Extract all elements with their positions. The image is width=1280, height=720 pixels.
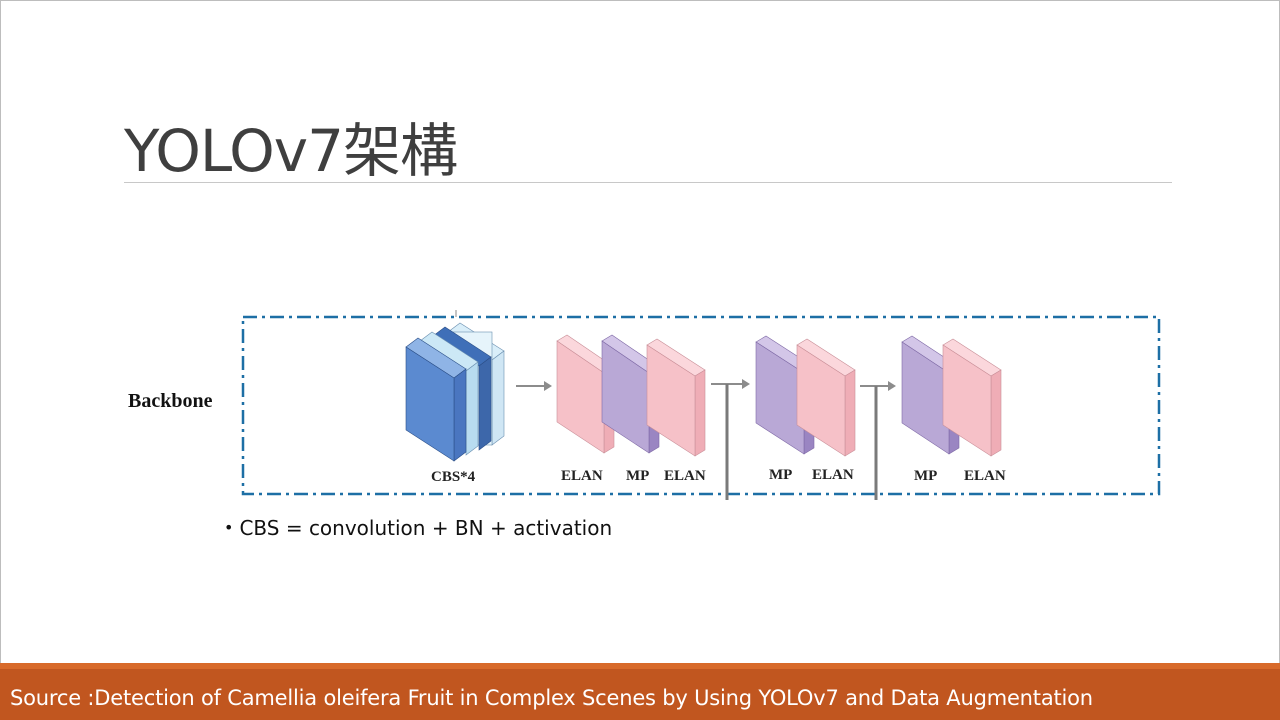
label-elan-1: ELAN — [561, 468, 603, 484]
arrow-head — [544, 381, 552, 391]
bullet-dot-icon: • — [224, 518, 234, 537]
label-cbs4: CBS*4 — [431, 469, 476, 485]
label-mp-2: MP — [769, 467, 792, 483]
backbone-label: Backbone — [128, 390, 213, 412]
backbone-frame — [241, 315, 1161, 496]
label-elan-4: ELAN — [964, 468, 1006, 484]
bullet-item: • CBS = convolution + BN + activation — [224, 516, 612, 540]
label-elan-3: ELAN — [812, 467, 854, 483]
cbs-block-stack — [405, 322, 505, 462]
bullet-text: CBS = convolution + BN + activation — [239, 516, 613, 540]
footer-accent — [0, 663, 1280, 669]
source-citation: Source :Detection of Camellia oleifera F… — [10, 686, 1093, 710]
title-divider — [124, 182, 1172, 183]
slide-title: YOLOv7架構 — [124, 117, 458, 185]
elan-block-3 — [796, 338, 856, 457]
arrow-head — [888, 381, 896, 391]
label-elan-2: ELAN — [664, 468, 706, 484]
footer-bar — [0, 663, 1280, 720]
elan-block-4 — [942, 338, 1002, 457]
label-mp-1: MP — [626, 468, 649, 484]
label-mp-3: MP — [914, 468, 937, 484]
arrow-head — [742, 379, 750, 389]
elan-block-2 — [646, 338, 706, 457]
